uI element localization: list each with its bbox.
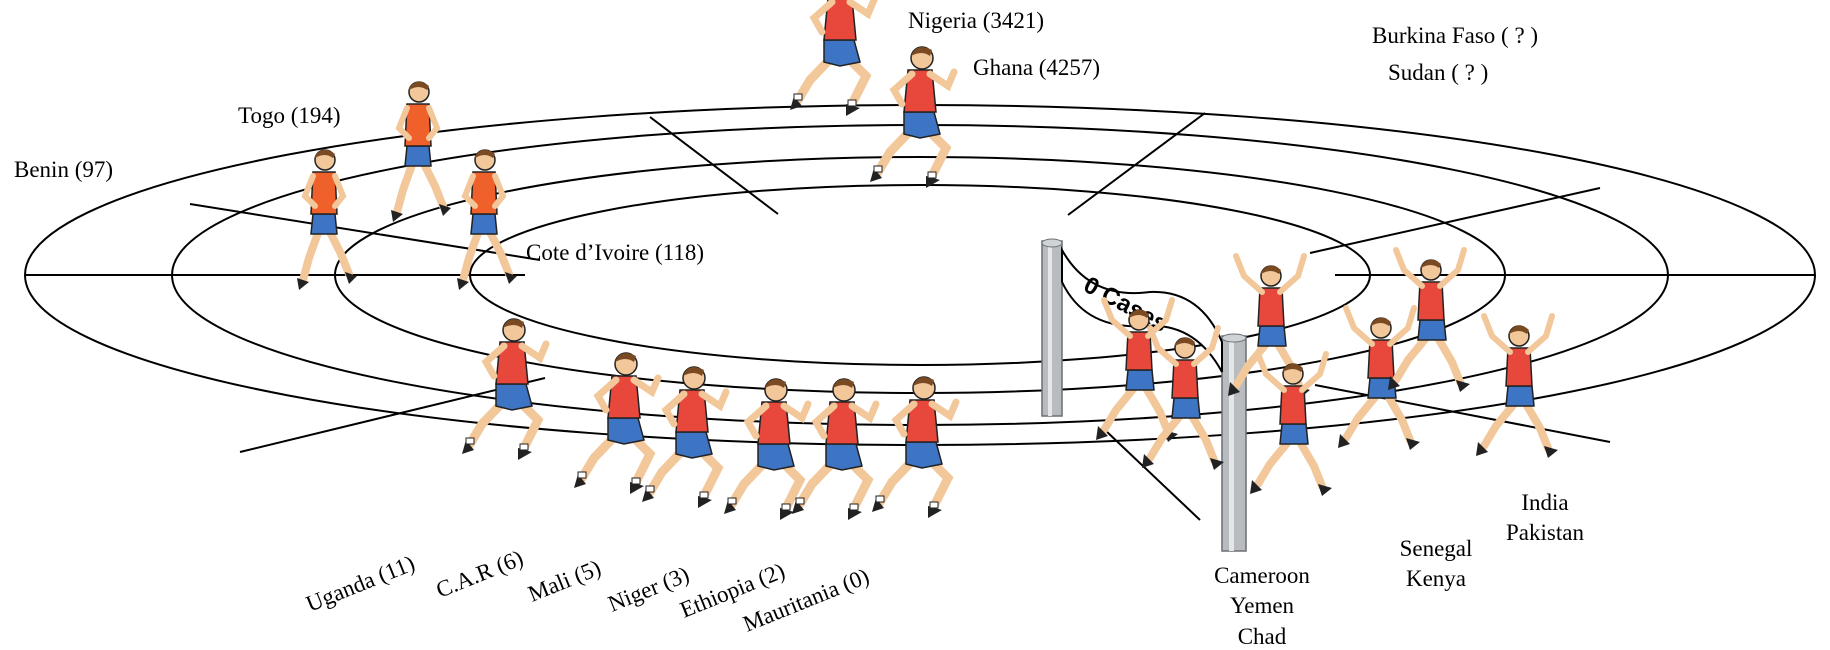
finish-line: 0 Cases bbox=[1041, 238, 1247, 552]
label-kenya: Kenya bbox=[1406, 566, 1466, 591]
label-india: India bbox=[1521, 490, 1568, 515]
label-ghana: Ghana (4257) bbox=[973, 55, 1100, 80]
runner-togo-1 bbox=[391, 81, 451, 222]
finisher-senegal bbox=[1250, 354, 1332, 496]
runner-togo-2 bbox=[297, 149, 357, 290]
runner-ethiopia bbox=[792, 379, 876, 520]
runner-uganda bbox=[462, 319, 546, 460]
label-cote-divoire: Cote d’Ivoire (118) bbox=[526, 240, 704, 265]
finisher-kenya bbox=[1338, 308, 1420, 450]
runner-togo-3 bbox=[457, 149, 517, 290]
label-chad: Chad bbox=[1238, 624, 1287, 649]
runner-ghana bbox=[870, 47, 954, 188]
label-cameroon: Cameroon bbox=[1214, 563, 1310, 588]
label-pakistan: Pakistan bbox=[1506, 520, 1584, 545]
label-uganda: Uganda (11) bbox=[303, 550, 419, 616]
label-sudan: Sudan ( ? ) bbox=[1388, 60, 1488, 85]
track-dividers bbox=[25, 112, 1815, 521]
label-burkina-faso: Burkina Faso ( ? ) bbox=[1372, 23, 1538, 48]
label-nigeria: Nigeria (3421) bbox=[908, 8, 1044, 33]
label-benin: Benin (97) bbox=[14, 157, 113, 182]
label-senegal: Senegal bbox=[1400, 536, 1473, 561]
finisher-pakistan bbox=[1476, 316, 1558, 458]
runner-nigeria bbox=[790, 0, 874, 116]
runner-mauritania bbox=[872, 377, 956, 518]
runner-niger bbox=[724, 379, 808, 520]
label-mali: Mali (5) bbox=[525, 555, 605, 607]
label-yemen: Yemen bbox=[1230, 593, 1295, 618]
label-car: C.A.R (6) bbox=[433, 545, 527, 602]
runner-car bbox=[574, 353, 658, 494]
label-togo: Togo (194) bbox=[238, 103, 341, 128]
